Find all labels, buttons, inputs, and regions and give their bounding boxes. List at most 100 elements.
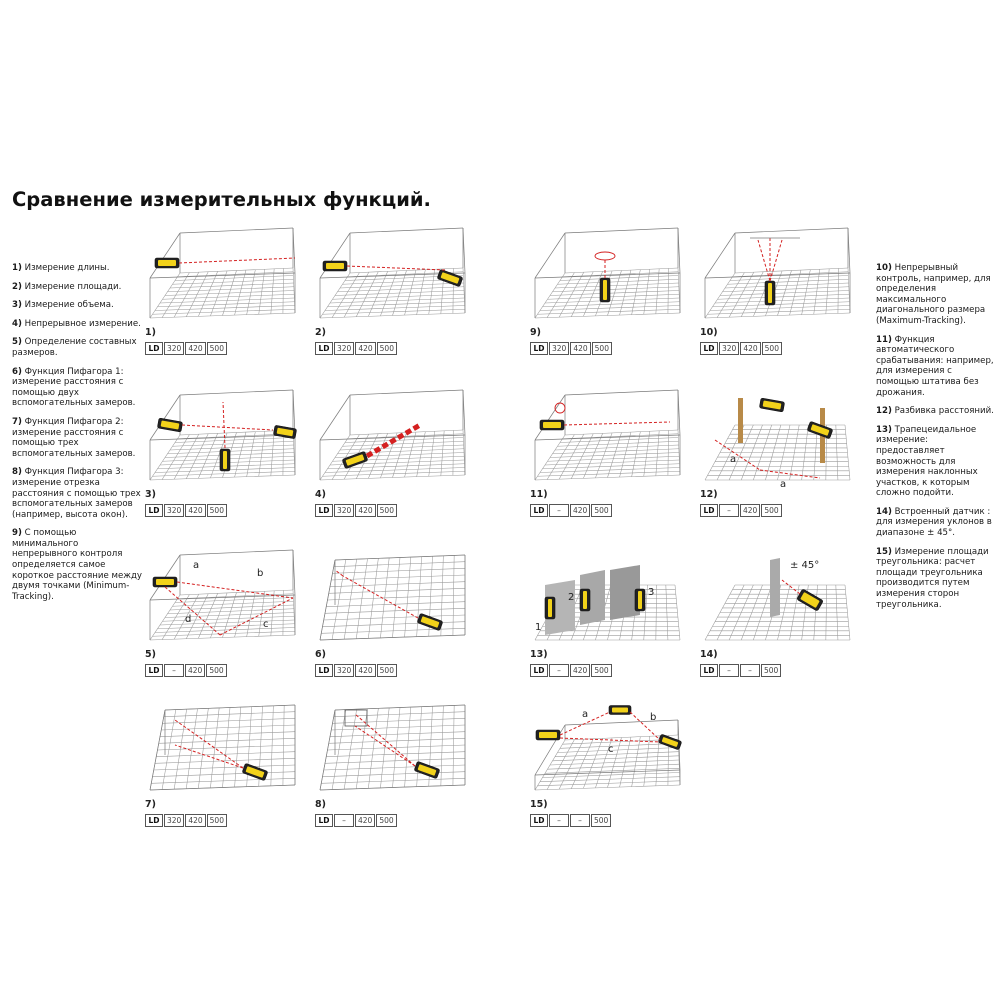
measurement-label: ± 45° [790,560,819,571]
laser-meter-icon [759,398,785,412]
legend-model-cell: 500 [376,504,397,517]
laser-meter-icon [157,418,183,432]
description-item: 8) Функция Пифагора 3: измерение отрезка… [12,467,142,520]
description-item: 3) Измерение объема. [12,300,142,311]
laser-meter-icon [539,419,565,431]
wall-panel [545,580,575,635]
floor-grid-line [452,430,454,476]
floor-grid-line [655,584,657,641]
legend-model-cell: – [549,814,569,827]
legend-series-label: LD [145,504,163,517]
laser-meter-icon [219,448,231,472]
room-diagram [534,227,681,319]
description-item: 11) Функция автоматического срабатывания… [876,335,994,399]
description-item: 13) Трапецеидальное измерение: предостав… [876,425,994,499]
panel-number: 14) [700,649,718,660]
description-number: 5) [12,337,22,348]
room-edge [677,227,681,274]
description-number: 15) [876,546,892,557]
laser-meter-icon [535,729,561,741]
legend-model-cell: 420 [185,814,206,827]
floor-grid-line [440,430,445,476]
room-edge [564,389,679,396]
room-diagram [319,227,466,319]
laser-beam [559,711,611,736]
panel-number: 10) [700,327,718,338]
floor-grid-line [149,312,296,319]
floor-grid-line [539,776,680,782]
floor-grid-line [667,268,669,314]
laser-meter-icon [599,277,611,303]
floor-grid-line [319,474,466,481]
description-item: 1) Измерение длины. [12,263,142,274]
legend-series-label: LD [315,342,333,355]
floor-grid-line [837,268,839,314]
room-edge [319,559,336,641]
measurement-label: a [582,709,588,720]
laser-beam [759,469,821,479]
floor-grid-line [534,784,681,791]
legend-series-label: LD [700,504,718,517]
description-number: 14) [876,506,892,517]
description-item: 7) Функция Пифагора 2: измерение расстоя… [12,417,142,459]
room-diagram [149,389,297,481]
floor-grid-line [835,584,839,641]
panel-number: 15) [530,799,548,810]
laser-meter-icon [634,588,646,612]
floor-grid-line [282,268,284,314]
legend-model-cell: 420 [355,664,376,677]
legend-model-cell: 500 [591,504,612,517]
legend-model-cell: 500 [761,664,782,677]
panel-number: 7) [145,799,156,810]
floor-grid-line [665,584,669,641]
legend-series-label: LD [315,814,333,827]
room-edge [564,227,679,234]
floor-grid-line [547,763,680,770]
floor-grid-line [149,634,296,641]
description-number: 11) [876,334,892,345]
panel-number: 1) [145,327,156,338]
description-item: 2) Измерение площади. [12,282,142,293]
room-edge [704,232,736,279]
description-text: С помощью минимального непрерывного конт… [12,528,143,602]
room-diagram [319,704,466,791]
laser-meter-icon [544,596,556,620]
measurement-label: a [730,454,736,465]
legend-series-label: LD [700,664,718,677]
laser-beam [354,725,416,767]
panel-number: 6) [315,649,326,660]
function-panel: ± 45°14)LD––500 [700,540,860,690]
legend-series-label: LD [700,342,718,355]
legend-model-cell: 500 [376,342,397,355]
legend-model-cell: 420 [355,342,376,355]
laser-beam [563,421,671,426]
laser-beam [174,744,244,769]
room-edge [179,389,294,396]
description-item: 10) Непрерывный контроль, например, для … [876,263,994,327]
room-diagram [149,704,296,791]
description-item: 12) Разбивка расстояний. [876,406,994,417]
room-edge [534,232,566,279]
wall-panel [610,565,640,620]
legend-model-cell: 320 [164,504,185,517]
description-text: Измерение объема. [21,300,114,311]
laser-beam [342,575,419,619]
floor-grid-line [270,590,275,636]
legend-model-cell: 420 [185,342,206,355]
page-title: Сравнение измерительных функций. [12,188,431,211]
legend-series-label: LD [145,342,163,355]
laser-beam [222,401,226,449]
room-diagram [319,554,466,641]
room-edge [164,704,296,711]
room-edge [704,272,851,279]
